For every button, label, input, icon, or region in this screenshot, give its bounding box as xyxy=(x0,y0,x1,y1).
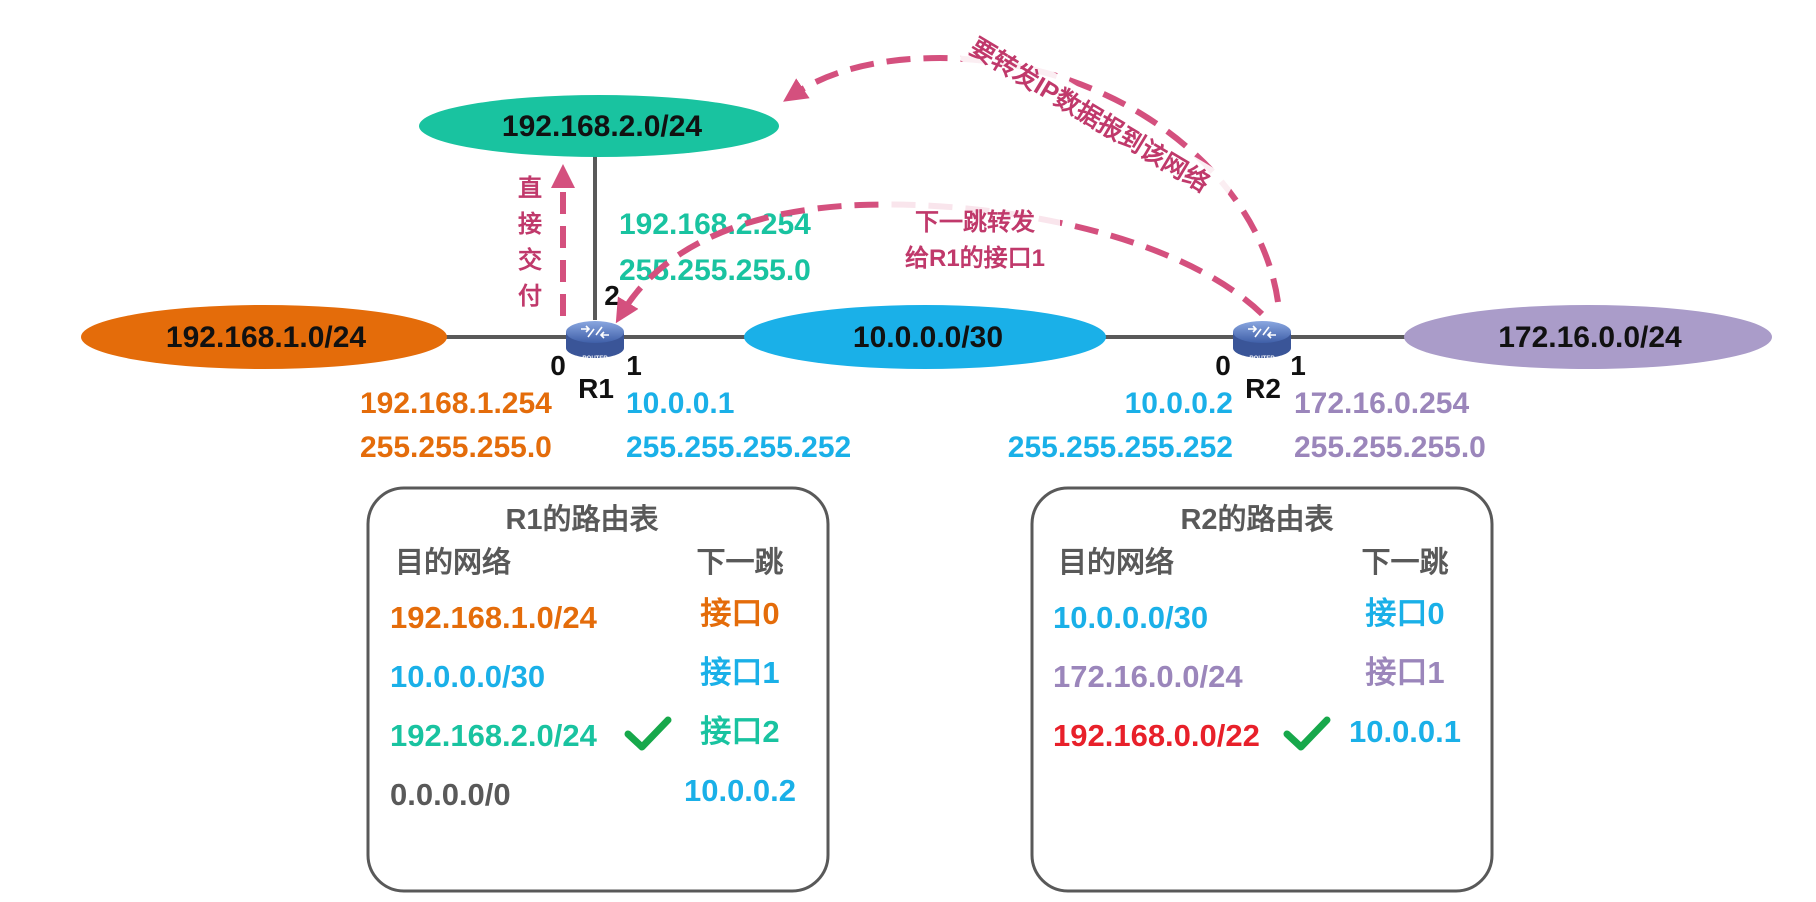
network-10: 10.0.0.0/30 xyxy=(744,305,1106,369)
label-line: 下一跳转发 xyxy=(915,208,1035,236)
network-192-168-2: 192.168.2.0/24 xyxy=(419,95,779,157)
router-name: R2 xyxy=(1245,373,1281,404)
routing-table-r2: R2的路由表 目的网络 下一跳 10.0.0.0/30 接口0 172.16.0.0… xyxy=(1030,486,1494,893)
table-row: 10.0.0.0/30 接口1 xyxy=(390,655,780,694)
destination-cell: 192.168.0.0/22 xyxy=(1053,718,1260,753)
interface-number-0: 0 xyxy=(550,350,566,381)
network-172-16: 172.16.0.0/24 xyxy=(1404,305,1772,369)
label-char: 交 xyxy=(518,246,542,274)
r1-interface-1-address: 10.0.0.1 255.255.255.252 xyxy=(626,387,851,464)
ip-address: 172.16.0.254 xyxy=(1294,387,1469,420)
next-hop-cell: 接口0 xyxy=(1365,596,1444,631)
next-hop-cell: 接口1 xyxy=(700,655,779,690)
next-hop-cell: 10.0.0.1 xyxy=(1349,714,1461,749)
ip-address: 10.0.0.1 xyxy=(626,387,734,420)
r2-interface-1-address: 172.16.0.254 255.255.255.0 xyxy=(1294,387,1486,464)
destination-cell: 192.168.2.0/24 xyxy=(390,718,598,753)
r2-interface-0-address: 10.0.0.2 255.255.255.252 xyxy=(1008,387,1233,464)
destination-cell: 192.168.1.0/24 xyxy=(390,600,598,635)
subnet-mask: 255.255.255.252 xyxy=(1008,431,1233,464)
forward-to-network-arrow xyxy=(783,54,1281,303)
r1-interface-2-address: 192.168.2.254 255.255.255.0 xyxy=(619,208,811,287)
network-192-168-1: 192.168.1.0/24 xyxy=(81,305,447,369)
direct-delivery-label: 直 接 交 付 xyxy=(510,168,550,316)
table-rows: 10.0.0.0/30 接口0 172.16.0.0/24 接口1 192.168.0.… xyxy=(1053,596,1461,753)
label-char: 付 xyxy=(518,283,542,310)
router-icon xyxy=(1233,321,1291,343)
label-line: 给R1的接口1 xyxy=(905,244,1045,272)
subnet-mask: 255.255.255.0 xyxy=(619,254,811,287)
table-row: 192.168.0.0/22 10.0.0.1 xyxy=(1053,714,1461,753)
interface-number-1: 1 xyxy=(1290,350,1306,381)
table-rows: 192.168.1.0/24 接口0 10.0.0.0/30 接口1 192.168.2… xyxy=(390,596,796,812)
subnet-mask: 255.255.255.0 xyxy=(1294,431,1486,464)
table-row: 192.168.1.0/24 接口0 xyxy=(390,596,780,635)
subnet-mask: 255.255.255.0 xyxy=(360,431,552,464)
check-icon xyxy=(624,716,672,751)
router-name: R1 xyxy=(578,373,614,404)
r1-interface-0-address: 192.168.1.254 255.255.255.0 xyxy=(360,387,552,464)
next-hop-cell: 接口1 xyxy=(1365,655,1444,690)
table-row: 0.0.0.0/0 10.0.0.2 xyxy=(390,773,796,812)
column-header-next-hop: 下一跳 xyxy=(1361,546,1448,579)
router-icon-label: ROUTER xyxy=(582,356,608,362)
next-hop-cell: 接口2 xyxy=(700,714,779,749)
next-hop-cell: 接口0 xyxy=(700,596,779,631)
destination-cell: 10.0.0.0/30 xyxy=(1053,600,1208,635)
column-header-destination: 目的网络 xyxy=(395,545,511,579)
table-title: R2的路由表 xyxy=(1180,502,1333,536)
next-hop-cell: 10.0.0.2 xyxy=(684,773,796,808)
table-row: 10.0.0.0/30 接口0 xyxy=(1053,596,1445,635)
network-label: 172.16.0.0/24 xyxy=(1498,321,1682,354)
table-row: 172.16.0.0/24 接口1 xyxy=(1053,655,1445,694)
check-icon xyxy=(1283,716,1331,751)
interface-number-2: 2 xyxy=(604,280,620,311)
destination-cell: 172.16.0.0/24 xyxy=(1053,659,1243,694)
next-hop-label: 下一跳转发 给R1的接口1 xyxy=(890,200,1060,274)
network-label: 10.0.0.0/30 xyxy=(853,321,1003,354)
network-label: 192.168.2.0/24 xyxy=(502,110,703,143)
network-label: 192.168.1.0/24 xyxy=(166,321,367,354)
router-r1: ROUTER R1 0 1 2 xyxy=(550,280,642,404)
table-row: 192.168.2.0/24 接口2 xyxy=(390,714,780,753)
interface-number-0: 0 xyxy=(1215,350,1231,381)
subnet-mask: 255.255.255.252 xyxy=(626,431,851,464)
label-char: 接 xyxy=(518,211,542,238)
destination-cell: 0.0.0.0/0 xyxy=(390,777,511,812)
interface-number-1: 1 xyxy=(626,350,642,381)
router-icon xyxy=(566,321,624,343)
ip-address: 10.0.0.2 xyxy=(1125,387,1233,420)
label-text: 要转发IP数据报到该网络 xyxy=(965,32,1214,198)
column-header-next-hop: 下一跳 xyxy=(696,546,783,579)
label-char: 直 xyxy=(518,175,542,202)
column-header-destination: 目的网络 xyxy=(1058,545,1174,579)
ip-address: 192.168.1.254 xyxy=(360,387,552,420)
table-title: R1的路由表 xyxy=(505,502,658,536)
routing-table-r1: R1的路由表 目的网络 下一跳 192.168.1.0/24 接口0 10.0.0.… xyxy=(366,486,830,893)
router-r2: ROUTER R2 0 1 xyxy=(1215,321,1306,404)
router-icon-label: ROUTER xyxy=(1249,356,1275,362)
forward-to-network-label: 要转发IP数据报到该网络 xyxy=(958,26,1236,214)
destination-cell: 10.0.0.0/30 xyxy=(390,659,545,694)
